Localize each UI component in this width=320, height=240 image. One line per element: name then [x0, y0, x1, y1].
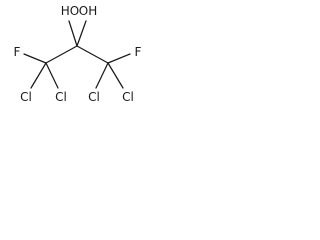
atom-label-cl-2: Cl [55, 90, 67, 104]
bond-c2-oh-right [76, 20, 87, 47]
atom-label-cl-3: Cl [88, 90, 100, 104]
bond-c3-cl-3 [95, 62, 109, 89]
bond-c1-cl-2 [45, 62, 59, 89]
bond-c1-c2 [45, 45, 78, 64]
atom-labels: HO OH F F Cl Cl Cl Cl [14, 4, 142, 104]
atom-label-cl-1: Cl [20, 90, 32, 104]
atom-label-oh-right: OH [79, 4, 97, 18]
atom-label-f-right: F [135, 45, 142, 59]
bond-c2-c3 [76, 45, 109, 64]
bond-c1-cl-1 [30, 62, 47, 89]
molecule-diagram: HO OH F F Cl Cl Cl Cl [14, 4, 142, 104]
bond-c3-f-right [107, 53, 131, 64]
bonds [23, 20, 131, 89]
bond-c3-cl-4 [107, 62, 124, 89]
bond-c1-f-left [23, 53, 47, 64]
bond-c2-oh-left [68, 20, 78, 47]
atom-label-ho-left: HO [61, 4, 79, 18]
atom-label-f-left: F [14, 45, 21, 59]
atom-label-cl-4: Cl [122, 90, 134, 104]
